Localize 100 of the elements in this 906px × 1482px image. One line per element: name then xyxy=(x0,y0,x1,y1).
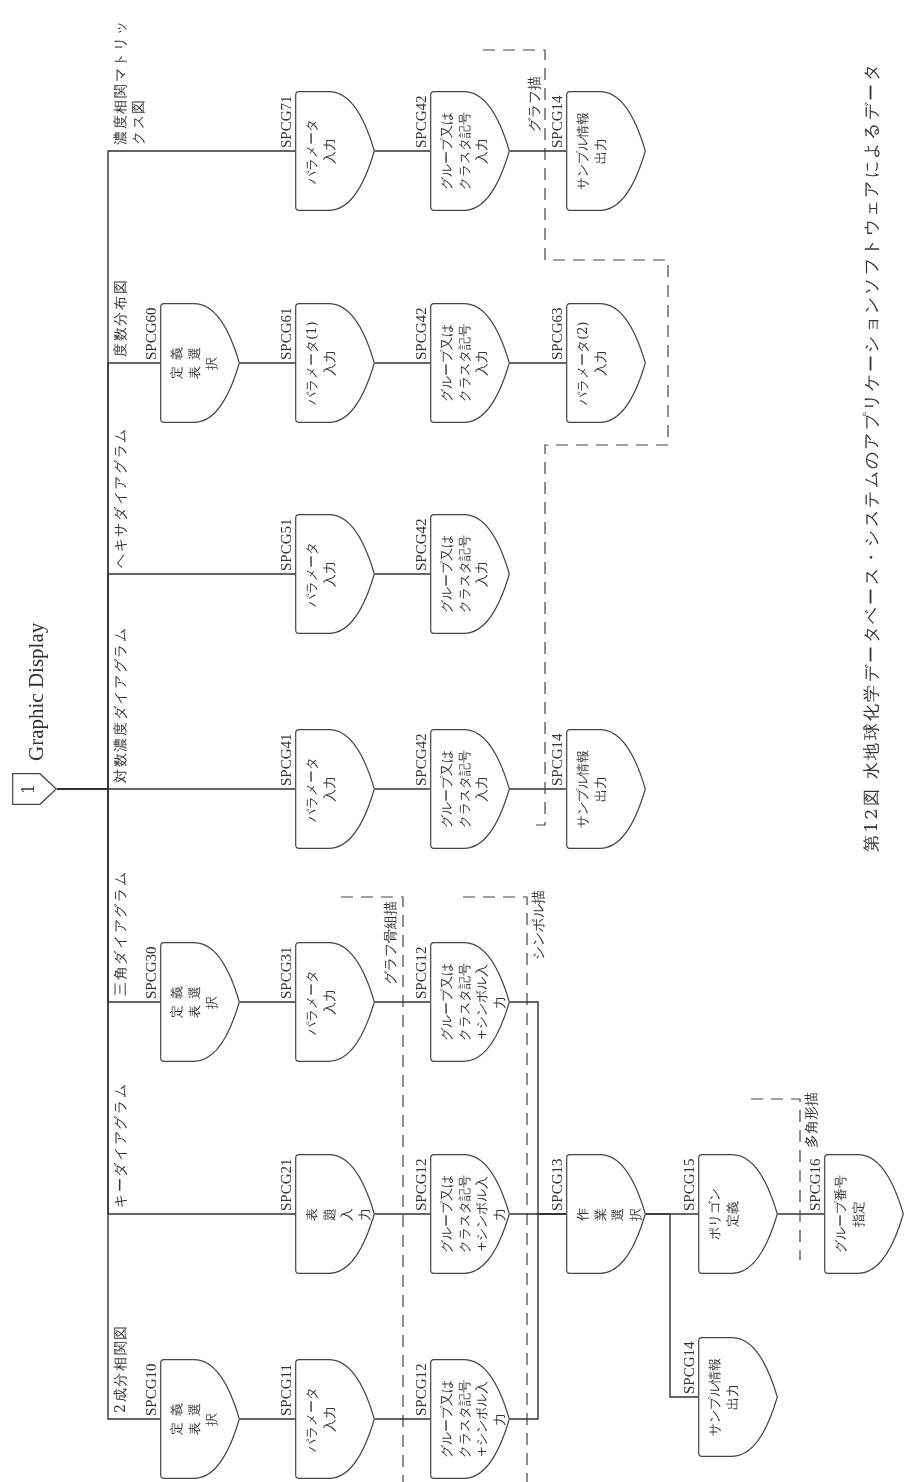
connector-line xyxy=(374,573,431,575)
module-code: SPCG42 xyxy=(414,733,429,786)
node-text: 定義表選択 xyxy=(168,978,221,1021)
node-text: グループ又はクラスタ記号+シンボル入力 xyxy=(438,962,508,1043)
connector-line xyxy=(374,788,431,790)
node-text: パラメータ入力 xyxy=(303,1385,338,1454)
process-node xyxy=(430,514,510,634)
module-code: SPCG42 xyxy=(414,518,429,571)
process-node xyxy=(430,729,510,849)
node-text: サンプル情報出力 xyxy=(574,111,609,192)
node-text: 1 xyxy=(18,783,39,795)
module-code: SPCG10 xyxy=(144,1363,159,1416)
process-node xyxy=(698,1337,778,1457)
node-text: グループ又はクラスタ記号入力 xyxy=(438,749,491,830)
module-code: SPCG61 xyxy=(279,307,294,360)
module-code: SPCG71 xyxy=(279,95,294,148)
node-text: 定義表選択 xyxy=(168,339,221,382)
process-node xyxy=(160,942,240,1062)
module-code: SPCG41 xyxy=(279,733,294,786)
process-node xyxy=(295,91,375,211)
display-title: Graphic Display xyxy=(26,622,47,761)
branch-label: 度数分布図 xyxy=(111,278,129,357)
node-text: 定義表選択 xyxy=(168,1395,221,1438)
module-code: SPCG51 xyxy=(279,518,294,571)
connector-line xyxy=(239,1001,296,1003)
process-node xyxy=(160,303,240,423)
node-text: パラメータ入力 xyxy=(303,755,338,824)
branch-label: キーダイアグラム xyxy=(111,1082,129,1208)
node-text: 表題入力 xyxy=(303,1193,373,1223)
process-node xyxy=(698,1154,778,1274)
branch-label: 三角ダイアグラム xyxy=(111,870,129,996)
module-code: SPCG13 xyxy=(550,1158,565,1211)
process-node xyxy=(566,729,646,849)
process-node xyxy=(566,91,646,211)
branch-label: 濃度相関マトリックス図 xyxy=(111,18,148,145)
module-code: SPCG11 xyxy=(279,1364,294,1416)
process-node xyxy=(566,303,646,423)
module-code: SPCG30 xyxy=(144,946,159,999)
region-label: シンボル描 xyxy=(531,890,547,960)
node-text: グループ番号指定 xyxy=(832,1174,867,1255)
connector-line xyxy=(645,1213,699,1398)
connector-line xyxy=(374,1418,431,1420)
module-code: SPCG15 xyxy=(682,1158,697,1211)
node-text: グループ又はクラスタ記号+シンボル入力 xyxy=(438,1174,508,1255)
node-text: ポリゴン定義 xyxy=(706,1187,741,1242)
node-text: パラメータ入力 xyxy=(303,968,338,1037)
connector-pentagon xyxy=(12,773,57,805)
process-node xyxy=(430,1154,510,1274)
module-code: SPCG31 xyxy=(279,946,294,999)
region-label: グラフ描 xyxy=(527,76,543,132)
module-code: SPCG42 xyxy=(414,95,429,148)
module-code: SPCG63 xyxy=(550,307,565,360)
process-node xyxy=(295,1154,375,1274)
process-node xyxy=(295,303,375,423)
region-label: 多角形描 xyxy=(804,1092,820,1148)
connector-line xyxy=(374,1213,431,1215)
module-code: SPCG12 xyxy=(414,946,429,999)
node-text: パラメータ入力 xyxy=(303,117,338,186)
node-text: 作業選択 xyxy=(574,1193,644,1223)
connector-line xyxy=(374,362,431,364)
node-text: パラメータ(2)入力 xyxy=(574,320,609,407)
process-node xyxy=(295,942,375,1062)
module-code: SPCG12 xyxy=(414,1363,429,1416)
module-code: SPCG14 xyxy=(550,733,565,786)
node-text: グループ又はクラスタ記号+シンボル入力 xyxy=(438,1379,508,1460)
connector-line xyxy=(777,1213,825,1215)
module-code: SPCG42 xyxy=(414,307,429,360)
node-text: パラメータ(1)入力 xyxy=(303,320,338,407)
branch-label: ヘキサダイアグラム xyxy=(111,426,129,568)
process-node xyxy=(295,729,375,849)
node-text: グループ又はクラスタ記号入力 xyxy=(438,111,491,192)
connector-line xyxy=(509,1001,567,1215)
region-label: グラフ骨組描 xyxy=(383,901,399,985)
node-text: パラメータ入力 xyxy=(303,540,338,609)
process-node xyxy=(295,514,375,634)
module-code: SPCG14 xyxy=(550,95,565,148)
caption: 第12図 水地球化学データベース・システムのアプリケーションソフトウェアによるデータ xyxy=(860,62,882,852)
branch-label: 対数濃度ダイアグラム xyxy=(111,626,129,783)
node-text: サンプル情報出力 xyxy=(574,749,609,830)
process-node xyxy=(430,303,510,423)
connector-line xyxy=(509,362,567,364)
module-code: SPCG21 xyxy=(279,1158,294,1211)
connector-line xyxy=(239,362,296,364)
process-node xyxy=(430,942,510,1062)
process-node xyxy=(430,1359,510,1479)
process-node xyxy=(160,1359,240,1479)
process-node xyxy=(430,91,510,211)
connector-line xyxy=(374,150,431,152)
module-code: SPCG14 xyxy=(682,1341,697,1394)
module-code: SPCG60 xyxy=(144,307,159,360)
node-text: サンプル情報出力 xyxy=(706,1357,741,1438)
connector-line xyxy=(509,788,567,790)
module-code: SPCG16 xyxy=(808,1158,823,1211)
connector-line xyxy=(509,150,567,152)
node-text: グループ又はクラスタ記号入力 xyxy=(438,534,491,615)
branch-label: 2成分相関図 xyxy=(111,1324,129,1413)
connector-line xyxy=(239,1418,296,1420)
process-node xyxy=(566,1154,646,1274)
node-text: グループ又はクラスタ記号入力 xyxy=(438,323,491,404)
process-node xyxy=(824,1154,904,1274)
